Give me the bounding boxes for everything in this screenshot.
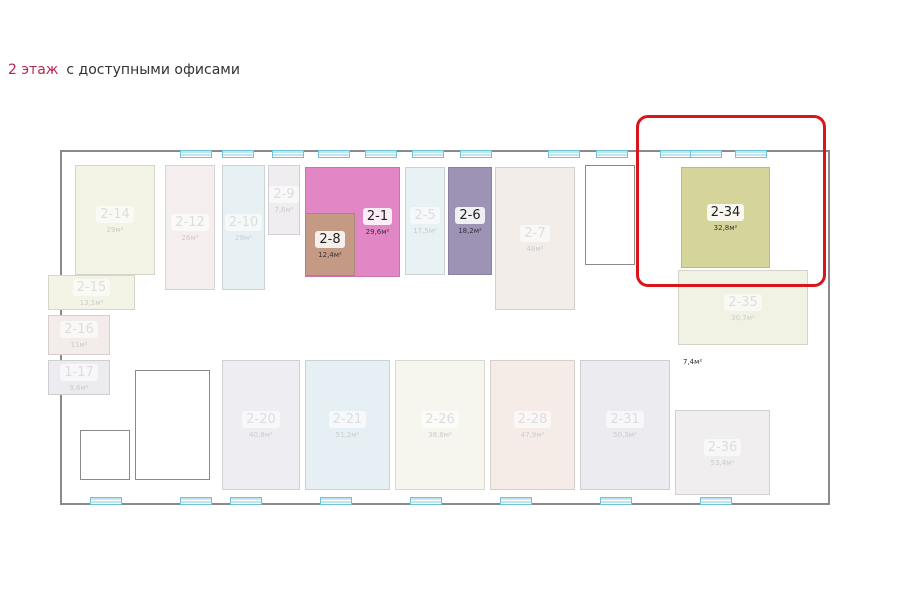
room-number: 2-16 (60, 321, 98, 338)
room-area: 51,2м² (335, 431, 360, 439)
window (412, 150, 444, 158)
window (318, 150, 350, 158)
room-number: 2-8 (315, 230, 345, 248)
page-title: 2 этаж с доступными офисами (8, 62, 240, 78)
room-2-20: 2-20 40,8м² (222, 360, 300, 490)
window (500, 497, 532, 505)
subtitle: с доступными офисами (66, 62, 240, 78)
window (230, 497, 262, 505)
staircase-right (585, 165, 635, 265)
room-number: 2-1 (362, 208, 393, 225)
room-2-34[interactable]: 2-34 32,8м² (681, 167, 770, 268)
room-2-16: 2-16 11м² (48, 315, 110, 355)
room-2-21: 2-21 51,2м² (305, 360, 390, 490)
room-2-36: 2-36 53,4м² (675, 410, 770, 495)
room-number: 2-12 (171, 213, 209, 231)
room-area: 29м² (106, 226, 124, 234)
room-area: 17,5м² (413, 227, 437, 235)
window (272, 150, 304, 158)
room-area: 53,4м² (710, 458, 735, 467)
room-number: 2-7 (520, 224, 550, 242)
room-area: 30,7м² (731, 313, 755, 322)
room-number: 2-35 (724, 293, 762, 311)
corridor-area: 7,4м² (683, 358, 703, 366)
room-number: 2-10 (224, 213, 263, 231)
room-number: 1-17 (60, 363, 98, 381)
room-2-7: 2-7 48м² (495, 167, 575, 310)
room-number: 2-34 (706, 203, 745, 221)
room-number: 2-20 (242, 411, 280, 428)
room-area: 40,8м² (249, 431, 273, 439)
window (600, 497, 632, 505)
room-area: 32,8м² (713, 223, 738, 232)
window (180, 150, 212, 158)
room-number: 2-6 (455, 207, 485, 224)
room-2-15: 2-15 13,1м² (48, 275, 135, 310)
staircase-left (135, 370, 210, 480)
room-area: 12,4м² (318, 250, 342, 259)
window (690, 150, 722, 158)
room-2-31: 2-31 50,3м² (580, 360, 670, 490)
room-1-17: 1-17 9,6м² (48, 360, 110, 395)
window (596, 150, 628, 158)
room-area: 13,1м² (79, 298, 104, 307)
room-number: 2-21 (328, 411, 367, 428)
window (365, 150, 397, 158)
room-number: 2-15 (72, 278, 111, 296)
room-number: 2-26 (421, 411, 459, 428)
room-2-8[interactable]: 2-8 12,4м² (305, 213, 355, 276)
room-area: 29,6м² (365, 228, 390, 236)
room-number: 2-14 (96, 206, 134, 223)
window (735, 150, 767, 158)
room-number: 2-5 (410, 207, 440, 224)
room-area: 47,9м² (520, 431, 545, 439)
room-2-26: 2-26 38,6м² (395, 360, 485, 490)
room-2-12: 2-12 26м² (165, 165, 215, 290)
window (222, 150, 254, 158)
room-area: 11м² (70, 341, 88, 349)
window (460, 150, 492, 158)
room-area: 26м² (181, 233, 199, 242)
window (90, 497, 122, 505)
room-number: 2-31 (606, 411, 644, 428)
room-2-9: 2-9 7,6м² (268, 165, 300, 235)
room-number: 2-36 (703, 438, 742, 456)
room-area: 7,6м² (274, 206, 294, 214)
window (700, 497, 732, 505)
room-area: 50,3м² (613, 431, 637, 439)
room-2-10: 2-10 29м² (222, 165, 265, 290)
room-number: 2-9 (269, 186, 299, 203)
room-2-28: 2-28 47,9м² (490, 360, 575, 490)
floor-label: 2 этаж (8, 62, 59, 78)
room-area: 38,6м² (428, 431, 452, 439)
room-2-14: 2-14 29м² (75, 165, 155, 275)
room-area: 29м² (235, 233, 252, 242)
room-2-5: 2-5 17,5м² (405, 167, 445, 275)
room-area: 9,6м² (69, 383, 89, 392)
window (320, 497, 352, 505)
window (180, 497, 212, 505)
room-2-6[interactable]: 2-6 18,2м² (448, 167, 492, 275)
restroom (80, 430, 130, 480)
room-area: 48м² (526, 244, 544, 253)
window (410, 497, 442, 505)
room-area: 18,2м² (458, 227, 482, 235)
window (548, 150, 580, 158)
room-2-35: 2-35 30,7м² (678, 270, 808, 345)
selected-office-highlight (636, 115, 826, 287)
room-number: 2-28 (513, 411, 552, 428)
